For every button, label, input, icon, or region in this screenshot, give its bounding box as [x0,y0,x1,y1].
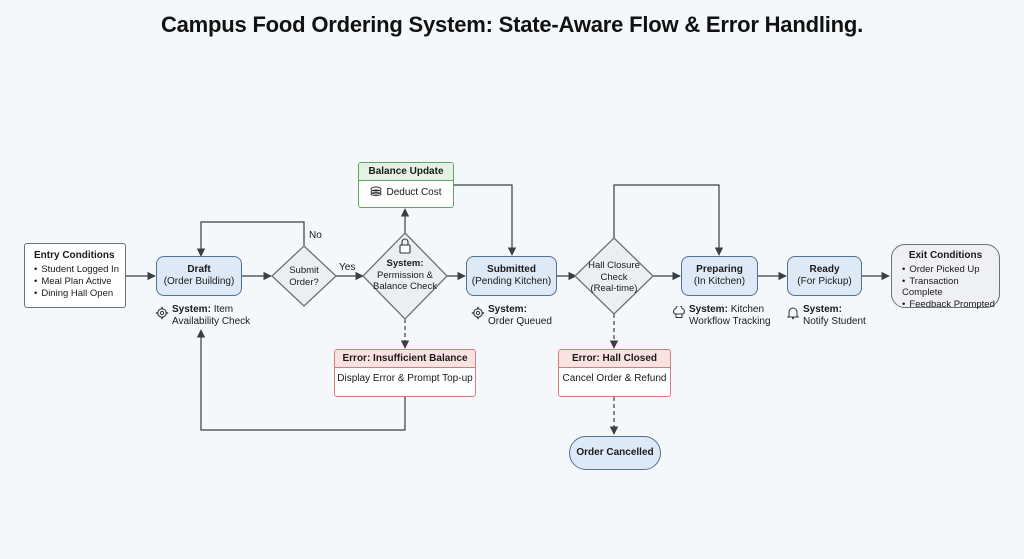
system-note-preparing-rest: Kitchen [730,304,765,315]
error-hall-body: Cancel Order & Refund [562,373,667,384]
permission-decision-line3: Balance Check [373,281,437,292]
system-note-submitted: System: Order Queued [471,304,588,328]
balance-update-text: Deduct Cost [386,187,442,198]
submit-decision-diamond [271,245,337,307]
arrow-no-loop [196,221,305,257]
exit-conditions-heading: Exit Conditions [908,250,983,261]
gear-icon [471,306,485,320]
closure-decision-diamond [574,237,654,315]
state-order-cancelled[interactable]: Order Cancelled [569,436,661,470]
state-preparing-name: Preparing [696,264,743,275]
state-submitted-sub: (Pending Kitchen) [471,276,552,287]
system-note-submitted-key: System: [488,304,527,315]
state-preparing[interactable]: Preparing (In Kitchen) [681,256,758,296]
system-note-submitted-line2: Order Queued [488,316,552,327]
bell-icon [786,307,800,320]
state-submitted[interactable]: Submitted (Pending Kitchen) [466,256,557,296]
state-preparing-sub: (In Kitchen) [693,276,746,287]
submit-decision-line2: Order? [289,276,319,288]
permission-decision-diamond [362,232,448,320]
system-note-ready-line2: Notify Student [803,316,866,327]
closure-decision-label: Hall Closure Check (Real-time) [576,260,652,295]
exit-condition-item: Order Picked Up [902,264,999,276]
state-draft-name: Draft [187,264,211,275]
page-title: Campus Food Ordering System: State-Aware… [160,12,864,37]
permission-decision-line1: System: [386,258,424,269]
arrow-closure-loop [613,184,724,256]
lock-icon [399,238,411,254]
balance-update-heading: Balance Update [359,163,453,181]
system-note-draft-key: System: [172,304,211,315]
entry-condition-item: Dining Hall Open [34,288,125,300]
system-note-ready-key: System: [803,304,842,315]
state-ready-sub: (For Pickup) [797,276,852,287]
exit-conditions-box: Exit Conditions Order Picked Up Transact… [891,244,1000,311]
state-submitted-name: Submitted [487,264,536,275]
system-note-draft-rest: Item [213,304,234,315]
arrow-error-to-draft [196,329,406,431]
gear-icon [155,306,169,320]
entry-conditions-box: Entry Conditions Student Logged In Meal … [24,243,126,308]
system-note-draft: System: Item Availability Check [155,304,282,328]
edge-label-no: No [309,230,322,241]
closure-decision-line1: Hall Closure [588,260,640,271]
state-ready[interactable]: Ready (For Pickup) [787,256,862,296]
system-note-draft-line2: Availability Check [172,316,251,327]
permission-decision-label: System: Permission & Balance Check [363,258,447,293]
system-note-ready: System: Notify Student [786,304,903,328]
permission-decision-line2: Permission & [377,269,433,281]
edge-label-yes: Yes [339,262,356,273]
state-ready-name: Ready [809,264,840,275]
error-insufficient-balance-card: Error: Insufficient Balance Display Erro… [334,349,476,397]
submit-decision-line1: Submit [289,265,319,276]
exit-condition-item: Transaction Complete [902,276,999,299]
exit-condition-item: Feedback Prompted [902,299,999,311]
state-draft[interactable]: Draft (Order Building) [156,256,242,296]
entry-condition-item: Meal Plan Active [34,276,125,288]
system-note-preparing-key: System: [689,304,728,315]
state-draft-sub: (Order Building) [163,276,235,287]
system-note-preparing: System: Kitchen Workflow Tracking [672,304,799,328]
arrow-balance-submitted [454,184,517,256]
error-hall-closed-card: Error: Hall Closed Cancel Order & Refund [558,349,671,397]
closure-decision-line2: Check [600,271,628,283]
balance-update-body: Deduct Cost [359,181,453,203]
closure-decision-line3: (Real-time) [590,283,638,294]
chef-hat-icon [673,306,685,318]
entry-conditions-heading: Entry Conditions [34,250,115,261]
submit-decision-label: Submit Order? [274,265,334,288]
entry-condition-item: Student Logged In [34,264,125,276]
coins-icon [371,186,382,197]
error-hall-heading: Error: Hall Closed [559,350,670,368]
balance-update-card: Balance Update Deduct Cost [358,162,454,208]
system-note-preparing-line2: Workflow Tracking [689,316,771,327]
error-balance-body: Display Error & Prompt Top-up [337,373,473,384]
error-balance-heading: Error: Insufficient Balance [335,350,475,368]
